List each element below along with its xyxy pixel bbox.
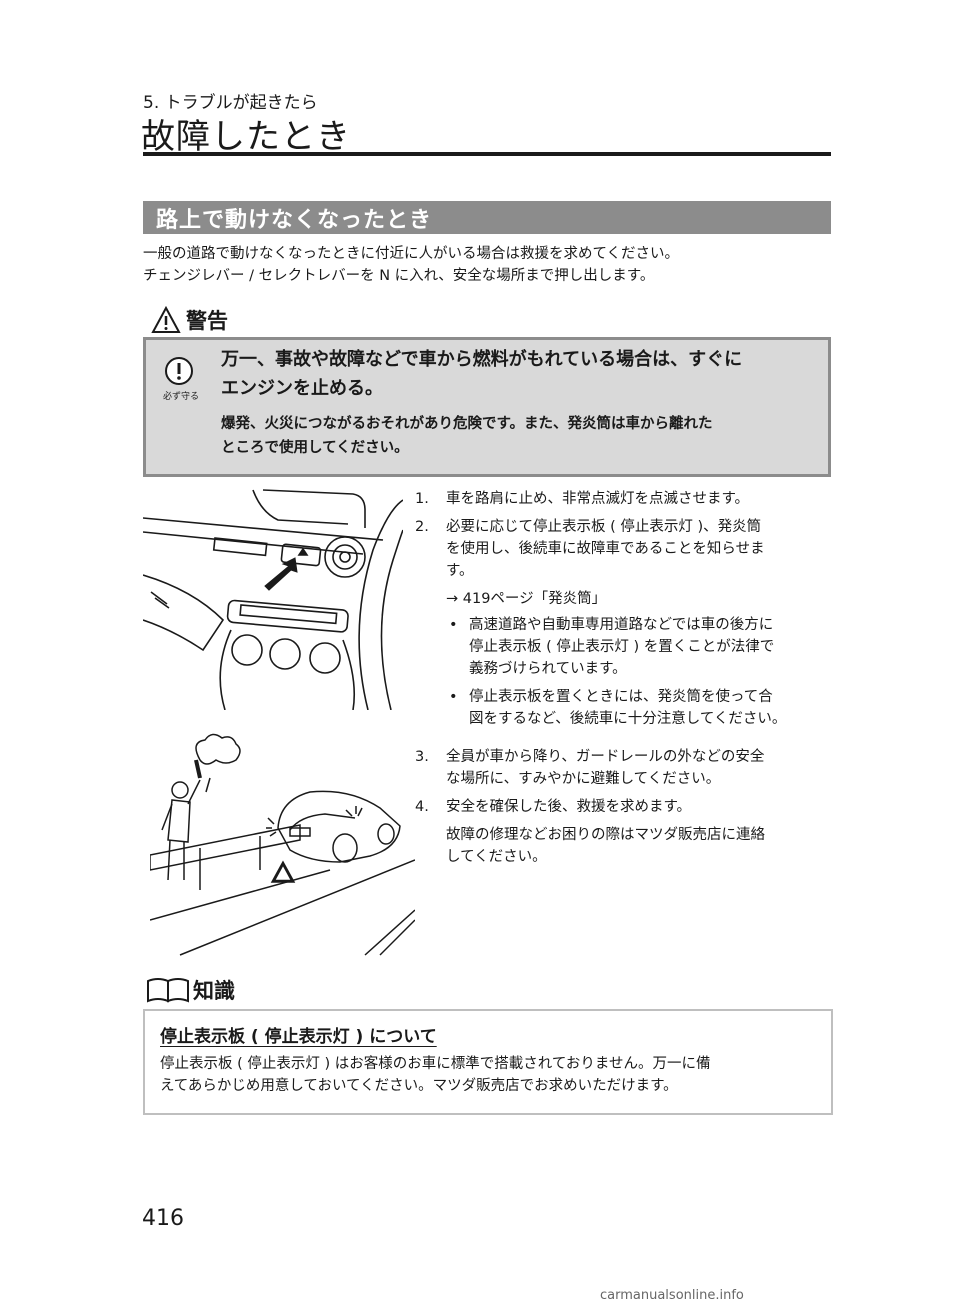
roadside-evacuation-illustration [150, 733, 415, 956]
step-note-line: 故障の修理などお困りの際はマツダ販売店に連絡 [446, 827, 765, 843]
section-title: 路上で動けなくなったとき [156, 208, 433, 233]
bullet-item: • 高速道路や自動車専用道路などでは車の後方に 停止表示板 ( 停止表示灯 ) … [415, 614, 831, 680]
intro-line: チェンジレバー / セレクトレバーを N に入れ、安全な場所まで押し出します。 [143, 268, 655, 284]
open-book-icon [147, 978, 189, 1003]
warning-sub-line: ところで使用してください。 [221, 440, 409, 456]
warning-main-line: 万一、事故や故障などで車から燃料がもれている場合は、すぐに [221, 349, 743, 370]
bullet-text: 高速道路や自動車専用道路などでは車の後方に [469, 617, 774, 633]
knowledge-line: えてあらかじめ用意しておいてください。マツダ販売店でお求めいただけます。 [160, 1078, 678, 1094]
bullet-text: 停止表示板 ( 停止表示灯 ) を置くことが法律で [469, 639, 775, 655]
step-item: 3. 全員が車から降り、ガードレールの外などの安全 な場所に、すみやかに避難して… [415, 746, 831, 790]
bullet-dot: • [449, 689, 458, 705]
exclamation-circle-icon [165, 357, 193, 385]
step-number: 2. [415, 519, 429, 535]
section-intro: 一般の道路で動けなくなったときに付近に人がいる場合は救援を求めてください。 チェ… [143, 243, 679, 287]
warning-sub-text: 爆発、火災につながるおそれがあり危険です。また、発炎筒は車から離れた ところで使… [221, 412, 821, 460]
warning-triangle-icon [151, 305, 181, 333]
step-number: 3. [415, 749, 429, 765]
step-note: 故障の修理などお困りの際はマツダ販売店に連絡 してください。 [415, 824, 831, 868]
must-observe-label: 必ず守る [163, 392, 200, 402]
step-note-line: してください。 [446, 849, 547, 865]
title-divider [143, 152, 831, 156]
warning-box [143, 337, 831, 477]
step-item: 2. 必要に応じて停止表示板 ( 停止表示灯 )、発炎筒 を使用し、後続車に故障… [415, 516, 831, 582]
watermark: carmanualsonline.info [600, 1288, 744, 1303]
knowledge-label: 知識 [193, 979, 235, 1003]
step-text: 車を路肩に止め、非常点滅灯を点滅させます。 [446, 491, 750, 507]
hazard-switch-illustration [143, 489, 403, 710]
page-title: 故障したとき [141, 117, 351, 157]
bullet-dot: • [449, 617, 458, 633]
step-text: な場所に、すみやかに避難してください。 [446, 771, 721, 787]
knowledge-line: 停止表示板 ( 停止表示灯 ) はお客様のお車に標準で搭載されておりません。万一… [160, 1056, 711, 1072]
page-number: 416 [142, 1206, 184, 1231]
warning-main-text: 万一、事故や故障などで車から燃料がもれている場合は、すぐに エンジンを止める。 [221, 345, 821, 403]
warning-main-line: エンジンを止める。 [221, 378, 383, 399]
knowledge-box [143, 1009, 833, 1115]
knowledge-body: 停止表示板 ( 停止表示灯 ) はお客様のお車に標準で搭載されておりません。万一… [160, 1053, 810, 1097]
bullet-text: 図をするなど、後続車に十分注意してください。 [469, 711, 787, 727]
knowledge-title: 停止表示板 ( 停止表示灯 ) について [160, 1027, 437, 1047]
warning-label: 警告 [186, 309, 228, 333]
bullet-text: 義務づけられています。 [469, 661, 627, 677]
warning-sub-line: 爆発、火災につながるおそれがあり危険です。また、発炎筒は車から離れた [221, 416, 713, 432]
step-text: 必要に応じて停止表示板 ( 停止表示灯 )、発炎筒 [446, 519, 762, 535]
bullet-item: • 停止表示板を置くときには、発炎筒を使って合 図をするなど、後続車に十分注意し… [415, 686, 831, 730]
steps-list: 1. 車を路肩に止め、非常点滅灯を点滅させます。 2. 必要に応じて停止表示板 … [415, 488, 831, 872]
step-number: 4. [415, 799, 429, 815]
step-item: 4. 安全を確保した後、救援を求めます。 [415, 796, 831, 818]
breadcrumb: 5. トラブルが起きたら [143, 93, 318, 113]
page-reference-link[interactable]: → 419ページ「発炎筒」 [446, 591, 607, 607]
step-number: 1. [415, 491, 429, 507]
step-text: を使用し、後続車に故障車であることを知らせま [446, 541, 765, 557]
intro-line: 一般の道路で動けなくなったときに付近に人がいる場合は救援を求めてください。 [143, 246, 680, 262]
bullet-text: 停止表示板を置くときには、発炎筒を使って合 [469, 689, 773, 705]
step-text: 安全を確保した後、救援を求めます。 [446, 799, 692, 815]
step-item: 1. 車を路肩に止め、非常点滅灯を点滅させます。 [415, 488, 831, 510]
step-text: 全員が車から降り、ガードレールの外などの安全 [446, 749, 765, 765]
section-bar [143, 201, 831, 234]
step-text: す。 [446, 563, 474, 579]
